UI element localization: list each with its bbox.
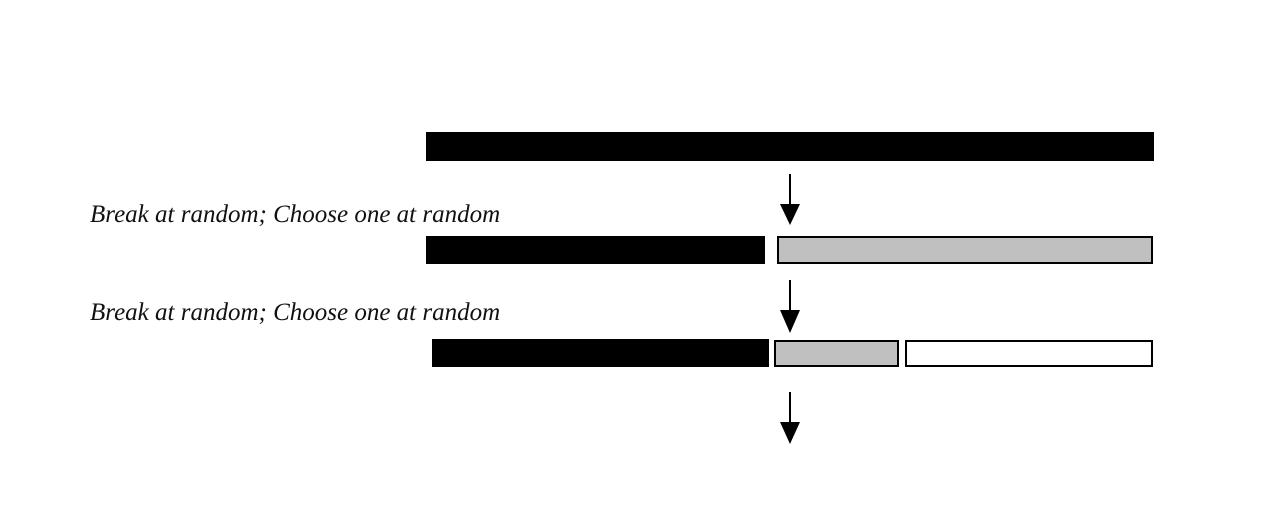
discarded-piece-2 (774, 340, 899, 367)
down-arrow-icon (780, 280, 800, 333)
chosen-piece-1 (426, 236, 765, 264)
chosen-piece-2 (432, 339, 769, 367)
down-arrow-icon (780, 392, 800, 444)
down-arrow-icon (780, 174, 800, 225)
discarded-piece-1 (777, 236, 1153, 264)
full-stick (426, 132, 1154, 161)
discarded-piece-3 (905, 340, 1153, 367)
step-label: Break at random; Choose one at random (90, 201, 501, 228)
step-label: Break at random; Choose one at random (90, 299, 501, 326)
